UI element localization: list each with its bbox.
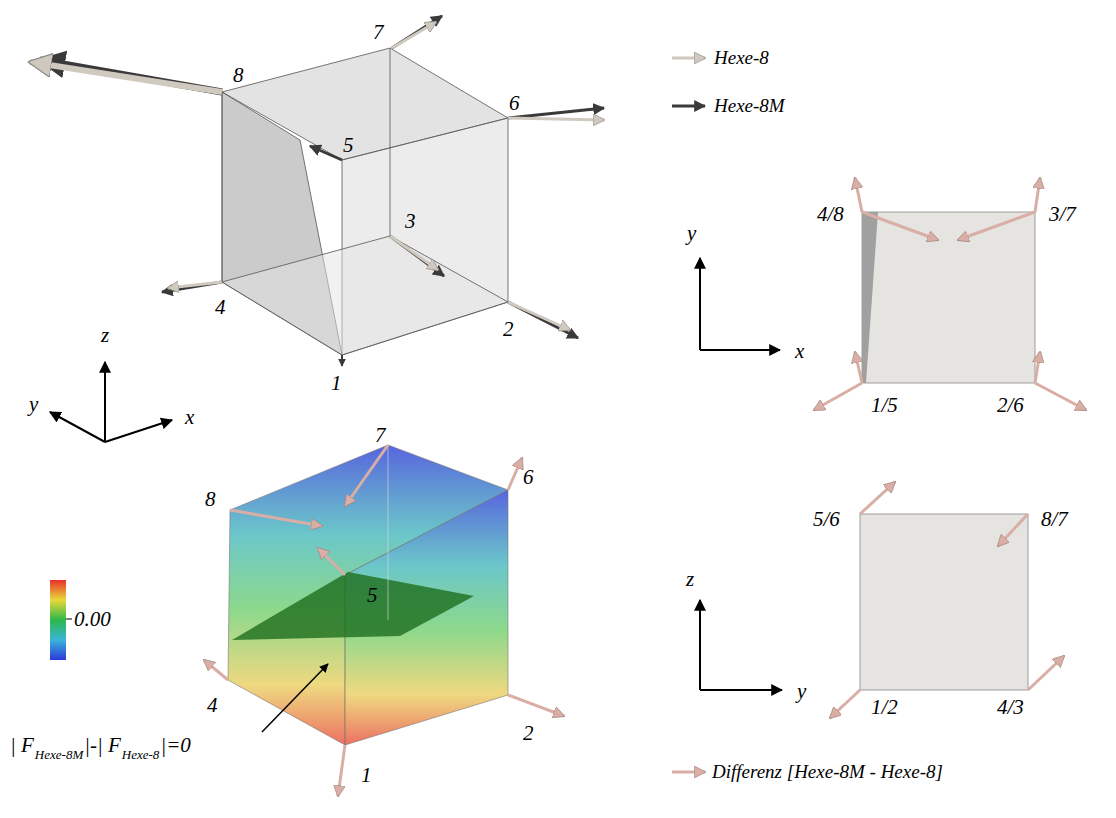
- axis-label: y: [797, 680, 806, 703]
- force-arrows: [30, 16, 604, 366]
- color-bar: [50, 580, 66, 660]
- node-number: 6: [523, 466, 534, 489]
- axis-label: x: [185, 406, 194, 429]
- node-number: 1/5: [871, 394, 898, 417]
- node-number: 7: [373, 21, 384, 44]
- axis-label: x: [795, 340, 804, 363]
- legend-text: Hexe-8M: [714, 96, 785, 117]
- scale-value: 0.00: [74, 608, 111, 631]
- axis-label: z: [101, 324, 109, 347]
- legend-text: Differenz [Hexe-8M - Hexe-8]: [712, 762, 943, 783]
- formula-part: Hexe-8M: [35, 748, 83, 762]
- hexahedron-cube: [222, 48, 508, 355]
- difference-arrows: [204, 445, 564, 796]
- formula-part: |-| F: [84, 734, 121, 757]
- node-number: 7: [375, 424, 386, 447]
- legend-text: Hexe-8: [714, 48, 769, 69]
- node-number: 4: [207, 694, 218, 717]
- axis-label: y: [687, 222, 696, 245]
- side-view: [700, 482, 1064, 718]
- node-number: 8: [233, 64, 244, 87]
- node-number: 8: [205, 488, 216, 511]
- formula-part: | F: [10, 734, 34, 757]
- leader-line: [262, 664, 328, 732]
- node-number: 5: [367, 584, 378, 607]
- node-number: 4/8: [817, 203, 844, 226]
- node-number: 2: [523, 722, 534, 745]
- node-number: 2: [503, 318, 514, 341]
- node-number: 4/3: [997, 696, 1024, 719]
- node-number: 8/7: [1041, 508, 1068, 531]
- node-number: 6: [509, 92, 520, 115]
- axis-triad: [50, 362, 172, 442]
- node-number: 2/6: [997, 394, 1024, 417]
- difference-cube: [228, 445, 508, 745]
- node-number: 1: [361, 764, 372, 787]
- axis-label: z: [686, 568, 694, 591]
- node-number: 1/2: [871, 696, 898, 719]
- node-number: 5: [343, 134, 354, 157]
- axis-label: y: [29, 393, 38, 416]
- formula-part: Hexe-8: [122, 748, 160, 762]
- node-number: 4: [215, 296, 226, 319]
- node-number: 3: [405, 210, 416, 233]
- node-number: 3/7: [1049, 203, 1076, 226]
- formula-part: |=0: [160, 734, 190, 757]
- legend-arrows: [672, 58, 705, 772]
- node-number: 1: [331, 372, 342, 395]
- top-view: [700, 178, 1086, 410]
- node-number: 5/6: [813, 508, 840, 531]
